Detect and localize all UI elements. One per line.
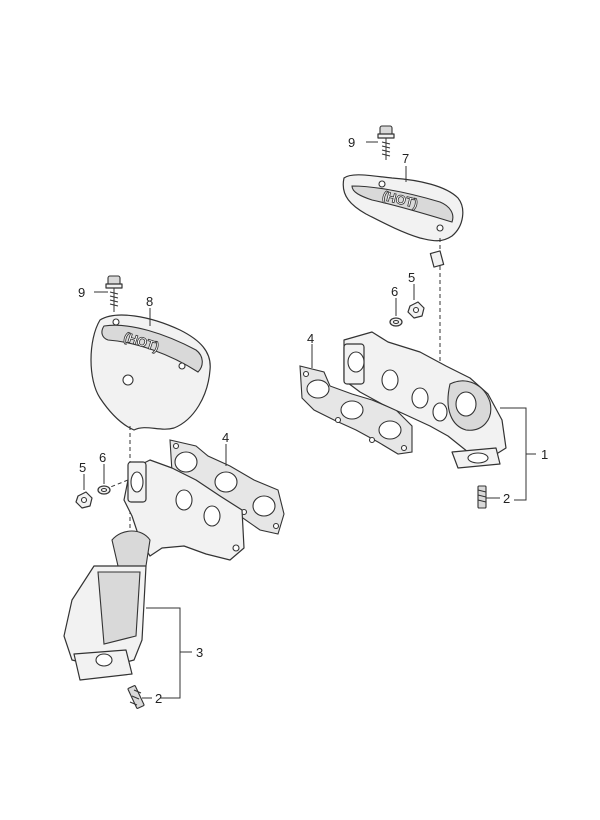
callout-left-washer: 6 bbox=[99, 450, 106, 465]
left-stud-2: 2 bbox=[127, 685, 162, 709]
callout-left-nut: 5 bbox=[79, 460, 86, 475]
right-washer-6: 6 bbox=[389, 284, 403, 327]
right-stud-2: 2 bbox=[477, 485, 510, 509]
left-manifold-3: 3 bbox=[63, 459, 245, 699]
right-nut-5: 5 bbox=[407, 270, 425, 319]
callout-left-bolt: 9 bbox=[78, 285, 85, 300]
right-heat-shield-7: (HOT) 7 bbox=[342, 151, 464, 242]
callout-left-gasket: 4 bbox=[222, 430, 229, 445]
callout-right-nut: 5 bbox=[408, 270, 415, 285]
left-bolt-9: 9 bbox=[78, 275, 123, 312]
callout-left-manifold: 3 bbox=[196, 645, 203, 660]
callout-right-heat-shield: 7 bbox=[402, 151, 409, 166]
callout-left-heat-shield: 8 bbox=[146, 294, 153, 309]
callout-right-washer: 6 bbox=[391, 284, 398, 299]
right-manifold-1: 1 bbox=[343, 331, 548, 501]
left-washer-6: 6 bbox=[97, 450, 111, 495]
left-nut-5: 5 bbox=[75, 460, 93, 509]
right-gasket-4: 4 bbox=[299, 331, 413, 455]
callout-left-stud: 2 bbox=[155, 691, 162, 706]
right-bolt-9: 9 bbox=[348, 125, 395, 160]
callout-right-manifold: 1 bbox=[541, 447, 548, 462]
callout-right-gasket: 4 bbox=[307, 331, 314, 346]
callout-right-bolt: 9 bbox=[348, 135, 355, 150]
left-heat-shield-8: (HOT) 8 bbox=[90, 294, 211, 431]
callout-right-stud: 2 bbox=[503, 491, 510, 506]
